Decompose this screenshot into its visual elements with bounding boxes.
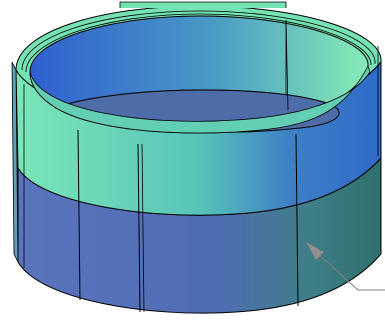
panel-seam-1: [77, 129, 81, 301]
rim-flange: [119, 1, 287, 8]
inner-front-band: [29, 64, 371, 134]
panel-seam-3: [295, 133, 299, 307]
rim-line-1: [21, 10, 376, 71]
panel-seam-2b: [141, 143, 145, 313]
rim-line-2: [25, 13, 372, 73]
left-edge-strip: [11, 61, 19, 263]
leader-line: [315, 251, 359, 291]
leader-arrow: [305, 241, 325, 261]
panel-seam-2: [137, 143, 141, 313]
